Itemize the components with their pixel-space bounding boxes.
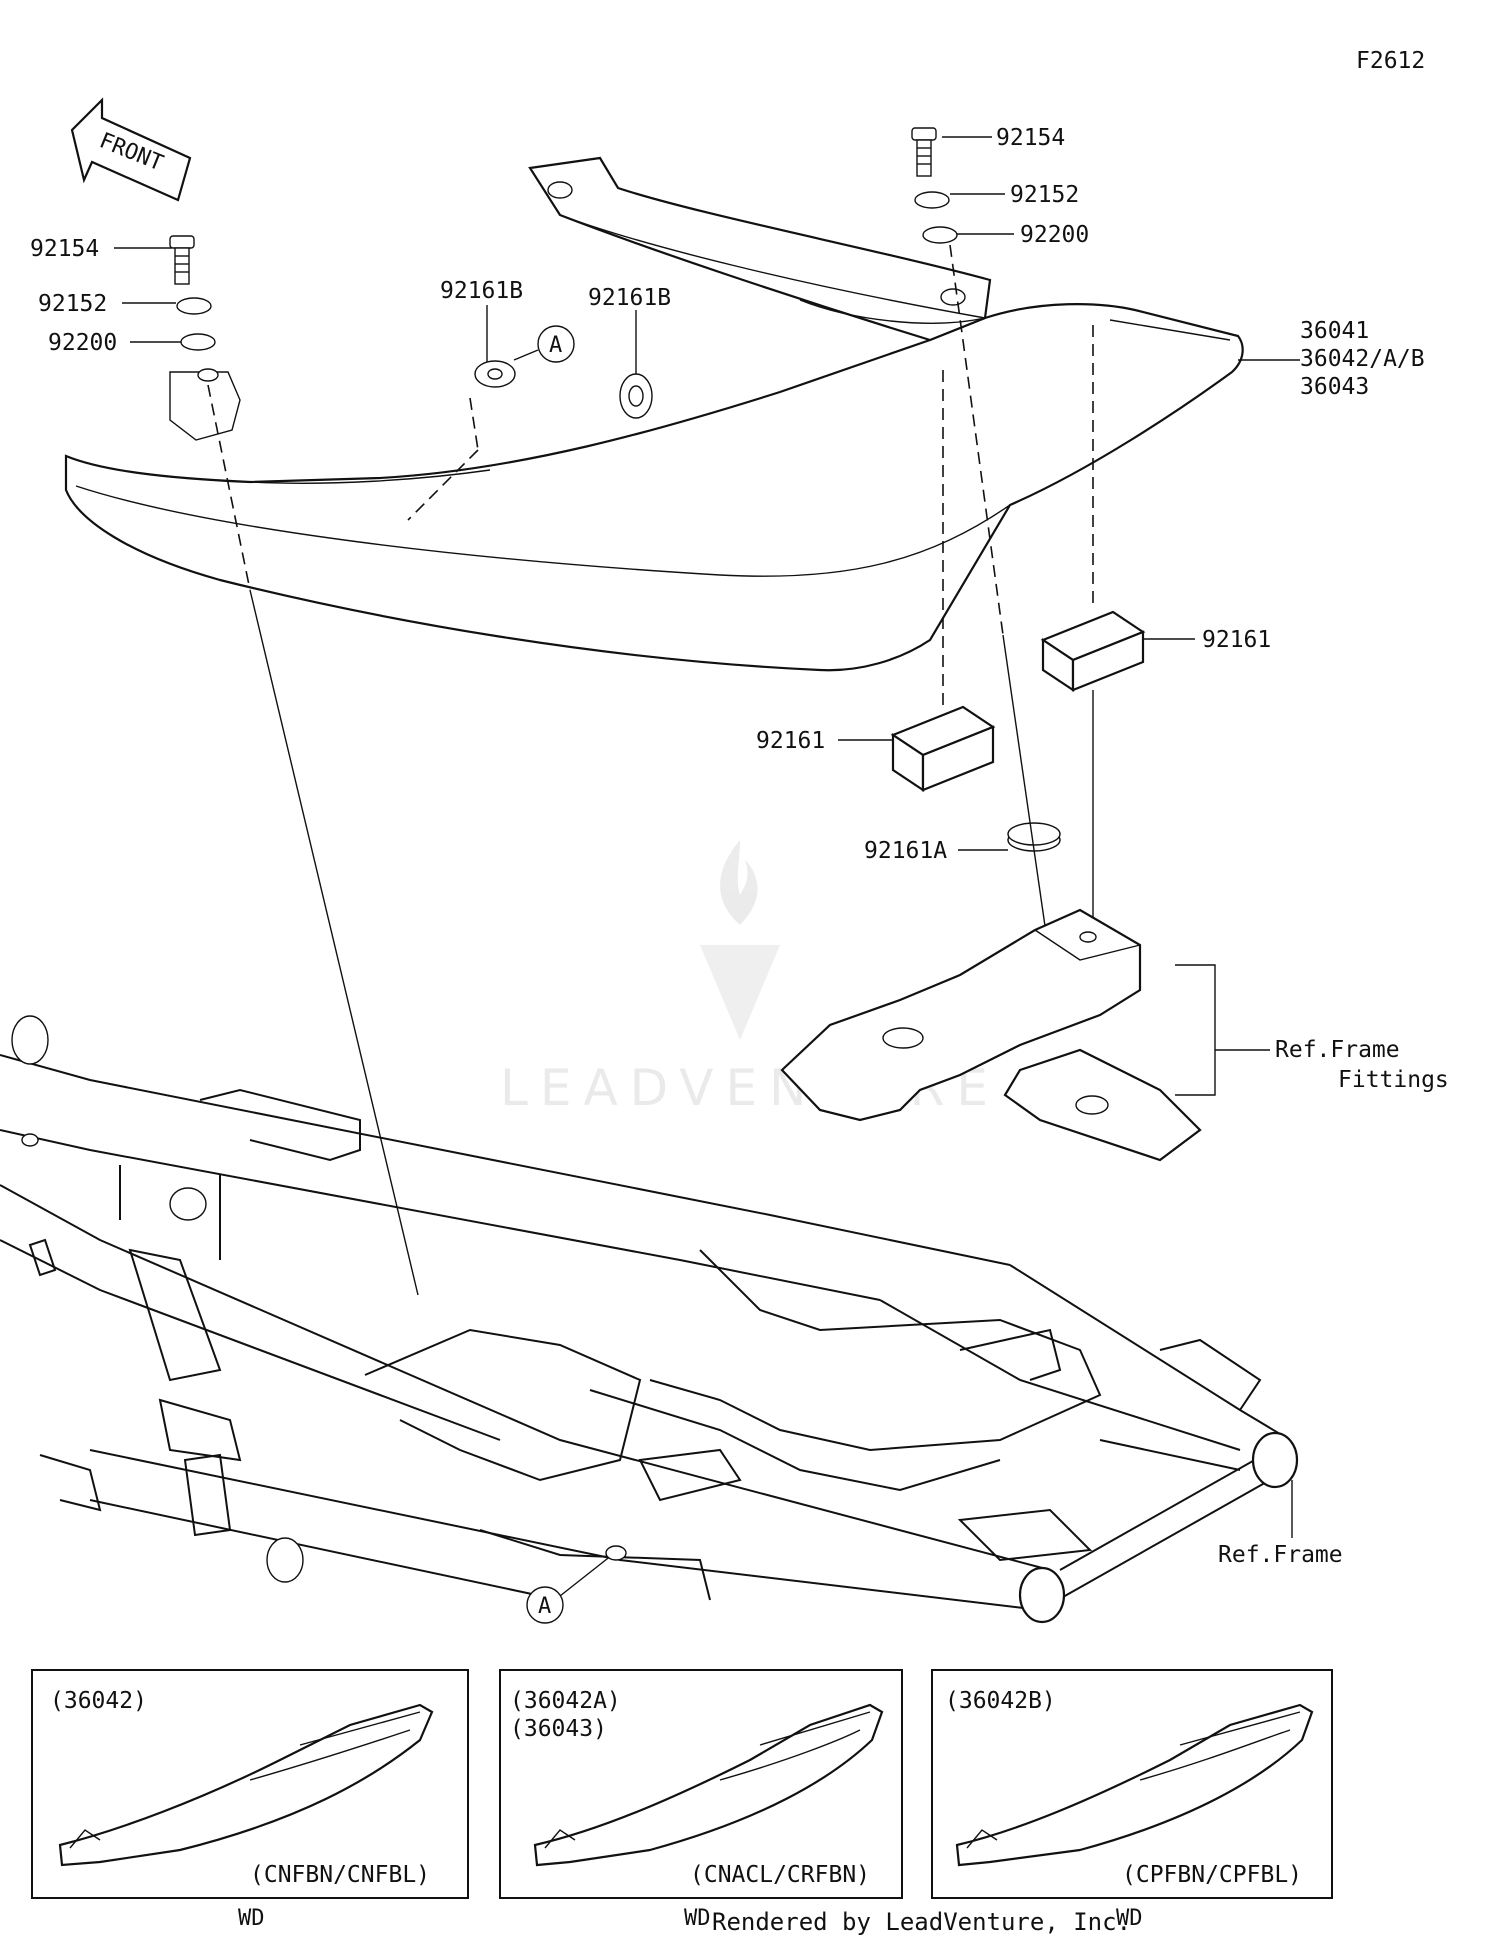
variant-2-code-2: (36043) xyxy=(510,1716,607,1742)
variant-2-market: WD xyxy=(684,1906,711,1931)
pad-left-icon xyxy=(890,705,996,793)
callout-collar-left: 92152 xyxy=(38,291,107,317)
grommet-lower-icon xyxy=(1007,822,1061,852)
collar-left-icon xyxy=(176,297,212,315)
callout-ref-frame: Ref.Frame xyxy=(1218,1542,1343,1568)
figure-code: F2612 xyxy=(1356,48,1425,74)
callout-grommet-right: 92161B xyxy=(588,285,671,311)
frame-tube-end-icon xyxy=(1251,1431,1299,1489)
variant-2-code-1: (36042A) xyxy=(510,1688,621,1714)
ref-a-bottom-label: A xyxy=(538,1594,551,1619)
callout-grommet-mid: 92161B xyxy=(440,278,523,304)
collar-right-icon xyxy=(914,191,950,209)
variant-panel-1: (36042) (CNFBN/CNFBL) WD xyxy=(31,1669,469,1931)
callout-frame-fittings-1: Ref.Frame xyxy=(1275,1037,1400,1063)
callout-pad-right: 92161 xyxy=(1202,627,1271,653)
variant-3-market: WD xyxy=(1116,1906,1143,1931)
variant-3-code-1: (36042B) xyxy=(945,1688,1056,1714)
variant-panel-3: (36042B) (CPFBN/CPFBL) WD xyxy=(931,1669,1333,1931)
variant-1-market: WD xyxy=(238,1906,265,1931)
ref-a-top-marker: A xyxy=(537,325,575,363)
ref-a-top-label: A xyxy=(549,333,562,358)
bolt-left-icon xyxy=(169,235,195,285)
frame-fittings xyxy=(780,908,1202,1162)
callout-bolt-right: 92154 xyxy=(996,125,1065,151)
callout-cover-3: 36043 xyxy=(1300,374,1369,400)
seat-cover xyxy=(64,156,1244,672)
callout-frame-fittings-2: Fittings xyxy=(1338,1067,1449,1093)
callout-grommet-lower: 92161A xyxy=(864,838,947,864)
callout-washer-right: 92200 xyxy=(1020,222,1089,248)
variant-3-colors: (CPFBN/CPFBL) xyxy=(1122,1862,1302,1888)
callout-pad-left: 92161 xyxy=(756,728,825,754)
footer-credit: Rendered by LeadVenture, Inc. xyxy=(712,1908,1131,1936)
callout-cover-1: 36041 xyxy=(1300,318,1369,344)
variant-1-colors: (CNFBN/CNFBL) xyxy=(250,1862,430,1888)
callout-collar-right: 92152 xyxy=(1010,182,1079,208)
grommet-right-icon xyxy=(619,373,653,419)
washer-left-icon xyxy=(180,333,216,351)
callout-cover-2: 36042/A/B xyxy=(1300,346,1425,372)
bolt-right-icon xyxy=(911,127,937,177)
callout-bolt-left: 92154 xyxy=(30,236,99,262)
washer-right-icon xyxy=(922,226,958,244)
variant-2-colors: (CNACL/CRFBN) xyxy=(690,1862,870,1888)
variant-1-code-1: (36042) xyxy=(50,1688,147,1714)
ref-a-bottom-marker: A xyxy=(526,1586,564,1624)
variant-panel-2: (36042A) (36043) (CNACL/CRFBN) WD xyxy=(499,1669,903,1931)
frame xyxy=(0,1015,1299,1624)
pad-right-icon xyxy=(1040,610,1146,693)
callout-washer-left: 92200 xyxy=(48,330,117,356)
front-arrow-icon: FRONT xyxy=(70,97,192,202)
